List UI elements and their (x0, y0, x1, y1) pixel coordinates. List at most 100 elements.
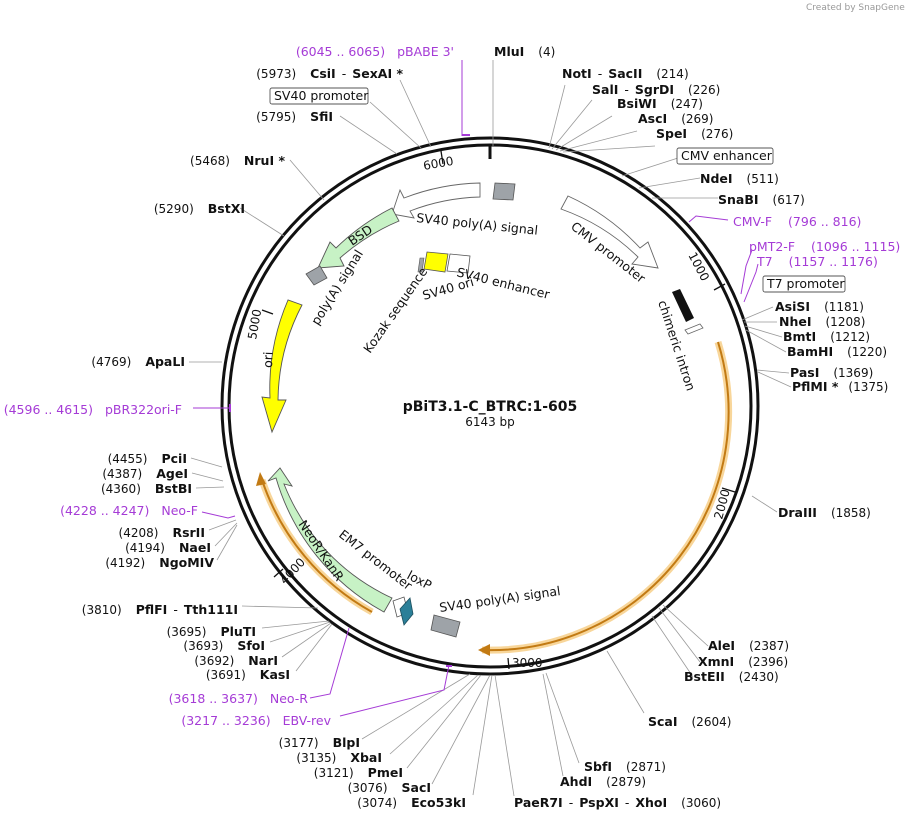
boxed-feature-labels: SV40 promoter CMV enhancer T7 promoter (269, 87, 846, 293)
enzyme-bstxi: (5290)BstXI (154, 201, 245, 216)
grey-block-top (492, 182, 516, 201)
tick-6000 (440, 150, 444, 165)
label-sv40-ori: SV40 ori (421, 274, 476, 303)
neor-kanr-arrow (267, 467, 393, 613)
orf-arc-right (481, 341, 730, 652)
box-cmv-enhancer (676, 147, 774, 165)
label-loxp: loxP (405, 567, 435, 593)
enzyme-labels-right: MluI(4) NotI-SacII(214) SalI-SgrDI(226) … (494, 44, 888, 810)
label-t7-promoter: T7 promoter (766, 276, 845, 291)
label-sv40-polya-top: SV40 poly(A) signal (416, 210, 539, 238)
enzyme-labels-left: (3074)Eco53kI (3076)SacI (3121)PmeI (313… (82, 66, 466, 810)
chimeric-intron-block (672, 289, 694, 322)
enzyme-naei: (4194)NaeI (125, 540, 211, 555)
snapgene-credit: Created by SnapGene (806, 3, 905, 13)
plasmid-size: 6143 bp (465, 415, 515, 429)
primer-neo-f: (4228 .. 4247)Neo-F (60, 503, 198, 518)
tick-label-5000: 5000 (245, 308, 264, 341)
tick-5000 (261, 309, 274, 315)
enzyme-blpi: (3177)BlpI (279, 735, 360, 750)
enzyme-bsiwi: BsiWI(247) (617, 96, 703, 111)
enzyme-bstbi: (4360)BstBI (101, 481, 192, 496)
enzyme-nari: (3692)NarI (194, 653, 278, 668)
label-cmv-enhancer: CMV enhancer (681, 148, 773, 163)
enzyme-snabi: SnaBI(617) (718, 192, 805, 207)
primer-labels: (6045 .. 6065)pBABE 3' CMV-F(796 .. 816)… (4, 44, 901, 728)
enzyme-pcii: (4455)PciI (108, 451, 187, 466)
enzyme-ndei: NdeI(511) (700, 171, 779, 186)
enzyme-spei: SpeI(276) (656, 126, 733, 141)
enzyme-pflmi: PflMI *(1375) (792, 379, 888, 394)
enzyme-pluti: (3695)PluTI (167, 624, 256, 639)
enzyme-xbai: (3135)XbaI (296, 750, 382, 765)
primer-leaders (193, 60, 759, 717)
enzyme-asisi: AsiSI(1181) (775, 299, 864, 314)
primer-neo-r: (3618 .. 3637)Neo-R (169, 691, 309, 706)
orf-arrowhead-right (478, 644, 490, 656)
enzyme-kasi: (3691)KasI (206, 667, 290, 682)
label-ori: ori (260, 351, 276, 368)
primer-pmt2-f: pMT2-F(1096 .. 1115) (749, 239, 900, 254)
enzyme-saci: (3076)SacI (348, 780, 431, 795)
enzyme-agei: (4387)AgeI (102, 466, 188, 481)
enzyme-bsteii: BstEII(2430) (684, 669, 779, 684)
cmv-promoter-arrow (560, 195, 659, 269)
enzyme-csii: (5973)CsiI-SexAI * (256, 66, 403, 81)
loxp-block (399, 597, 414, 626)
enzyme-sali: SalI-SgrDI(226) (592, 82, 720, 97)
enzyme-scai: ScaI(2604) (648, 714, 731, 729)
tick-label-3000: 3000 (512, 656, 543, 670)
bsd-arrow (317, 207, 400, 269)
enzyme-ahdi: AhdI(2879) (560, 774, 646, 789)
label-sv40-promoter: SV40 promoter (274, 88, 369, 103)
enzyme-bamhi: BamHI(1220) (787, 344, 887, 359)
sv40-enhancer-block (446, 253, 471, 274)
primer-cmv-f: CMV-F(796 .. 816) (733, 214, 861, 229)
enzyme-paer7i: PaeR7I-PspXI-XhoI(3060) (514, 795, 721, 810)
enzyme-alei: AleI(2387) (708, 638, 789, 653)
enzyme-draiii: DraIII(1858) (778, 505, 871, 520)
primer-pbabe3: (6045 .. 6065)pBABE 3' (296, 44, 454, 59)
leader-lines (189, 60, 792, 797)
enzyme-rsrii: (4208)RsrII (119, 525, 205, 540)
enzyme-sfii: (5795)SfiI (256, 109, 333, 124)
orf-arrowhead-left (256, 472, 266, 486)
enzyme-mlui: MluI(4) (494, 44, 555, 59)
label-chimeric-intron: chimeric intron (655, 298, 698, 392)
enzyme-bmti: BmtI(1212) (783, 329, 870, 344)
primer-pbr322ori-f: (4596 .. 4615)pBR322ori-F (4, 402, 182, 417)
primer-t7: T7(1157 .. 1176) (756, 254, 878, 269)
primer-ebv-rev: (3217 .. 3236)EBV-rev (181, 713, 331, 728)
tick-3000 (507, 657, 510, 670)
kozak-block (417, 257, 425, 273)
sv40-polya-bottom-block (430, 614, 461, 638)
ori-arrow (261, 299, 303, 434)
label-kozak: Kozak sequence (360, 264, 430, 356)
enzyme-pmei: (3121)PmeI (314, 765, 403, 780)
enzyme-nhei: NheI(1208) (779, 314, 865, 329)
tick-2000 (721, 487, 736, 493)
enzyme-apali: (4769)ApaLI (91, 354, 185, 369)
enzyme-pasi: PasI(1369) (790, 365, 873, 380)
label-sv40-polya-bottom: SV40 poly(A) signal (438, 583, 561, 615)
enzyme-pflfi: (3810)PflFI-Tth111I (82, 602, 238, 617)
small-intron-arrow (684, 323, 704, 335)
sv40-ori-block (423, 251, 449, 273)
backbone-outer-ring (220, 136, 760, 676)
box-t7-promoter (762, 275, 846, 293)
enzyme-nrui: (5468)NruI * (190, 153, 285, 168)
orf-arc-left (261, 479, 373, 613)
polya-grey-block (305, 265, 328, 286)
enzyme-sbfi: SbfI(2871) (584, 759, 666, 774)
plasmid-name: pBiT3.1-C_BTRC:1-605 (403, 399, 578, 415)
tick-label-1000: 1000 (685, 250, 712, 284)
tick-label-6000: 6000 (422, 154, 455, 173)
tick-4000 (273, 568, 284, 578)
box-sv40-promoter (269, 87, 369, 105)
enzyme-noti: NotI-SacII(214) (562, 66, 689, 81)
enzyme-ngomiv: (4192)NgoMIV (105, 555, 214, 570)
tick-1000 (713, 283, 726, 291)
enzyme-xmni: XmnI(2396) (698, 654, 788, 669)
